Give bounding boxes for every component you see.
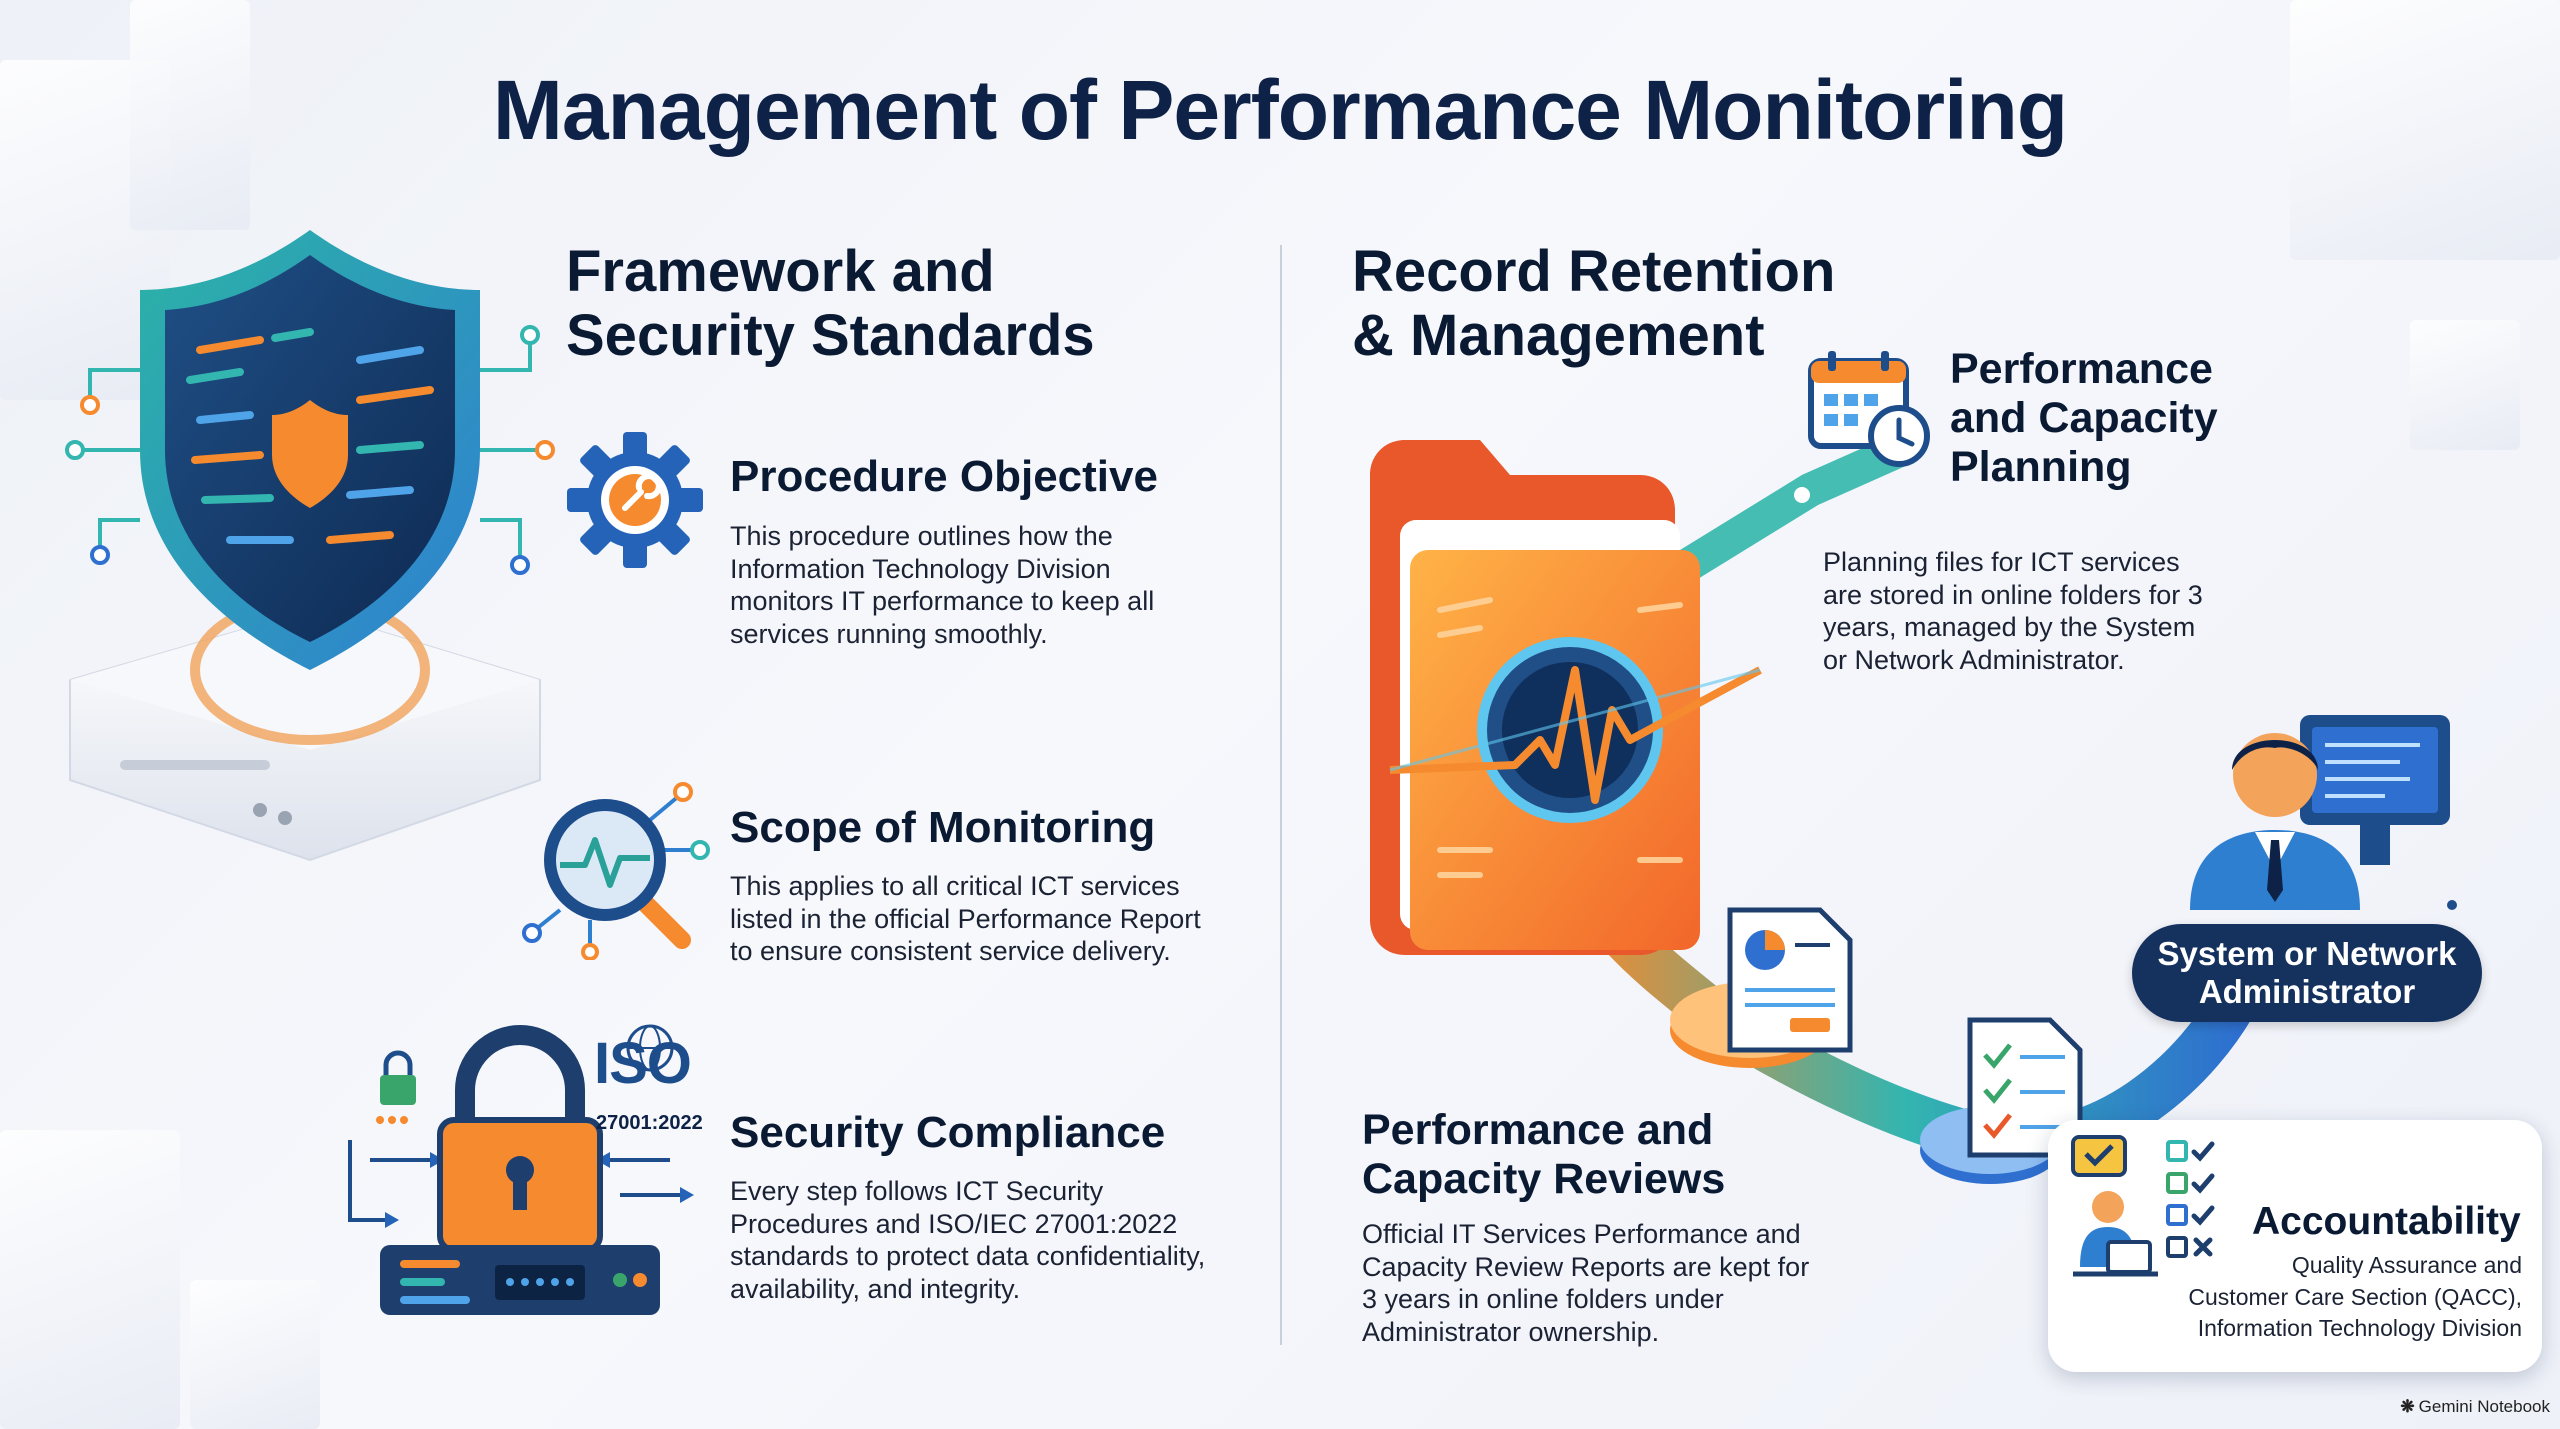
security-shield-icon (65, 230, 555, 862)
security-compliance-text: Every step follows ICT Security Procedur… (730, 1176, 1206, 1304)
section-divider (1280, 245, 1282, 1345)
planning-text: Planning files for ICT services are stor… (1823, 547, 2203, 675)
iso-badge-label: ISO (594, 1031, 692, 1096)
background-block (190, 1280, 320, 1429)
reviews-title: Performance and Capacity Reviews (1362, 1106, 1726, 1203)
scope-of-monitoring-text: This applies to all critical ICT service… (730, 871, 1201, 966)
padlock-server-icon (348, 1024, 694, 1315)
magnifier-monitoring-icon (522, 782, 710, 960)
reviews-text: Official IT Services Performance and Cap… (1362, 1219, 1810, 1347)
administrator-avatar-icon (2190, 715, 2457, 910)
iso-badge-sub: 27001:2022 (596, 1112, 703, 1134)
left-section-title: Framework and Security Standards (566, 239, 1095, 368)
planning-title: Performance and Capacity Planning (1950, 345, 2218, 491)
background-block (130, 0, 250, 230)
administrator-pill: System or Network Administrator (2132, 924, 2482, 1022)
scope-of-monitoring-title: Scope of Monitoring (730, 803, 1156, 852)
watermark: ❋Gemini Notebook (2400, 1397, 2550, 1416)
sparkle-icon: ❋ (2400, 1397, 2415, 1416)
accountability-text: Quality Assurance and Customer Care Sect… (2188, 1252, 2522, 1341)
calendar-clock-icon (1808, 351, 1930, 467)
page-title: Management of Performance Monitoring (492, 63, 2068, 157)
gear-icon (567, 432, 703, 568)
accountability-title: Accountability (2252, 1200, 2521, 1243)
record-flow-illustration (1370, 433, 2264, 1184)
security-compliance-title: Security Compliance (730, 1108, 1166, 1157)
right-section-title: Record Retention & Management (1352, 239, 1836, 368)
background-block (2410, 320, 2520, 450)
procedure-objective-title: Procedure Objective (730, 452, 1158, 501)
procedure-objective-text: This procedure outlines how the Informat… (730, 521, 1155, 649)
background-block (0, 1130, 180, 1429)
background-block (2290, 0, 2560, 260)
accountability-checklist-icon (2071, 1135, 2215, 1277)
